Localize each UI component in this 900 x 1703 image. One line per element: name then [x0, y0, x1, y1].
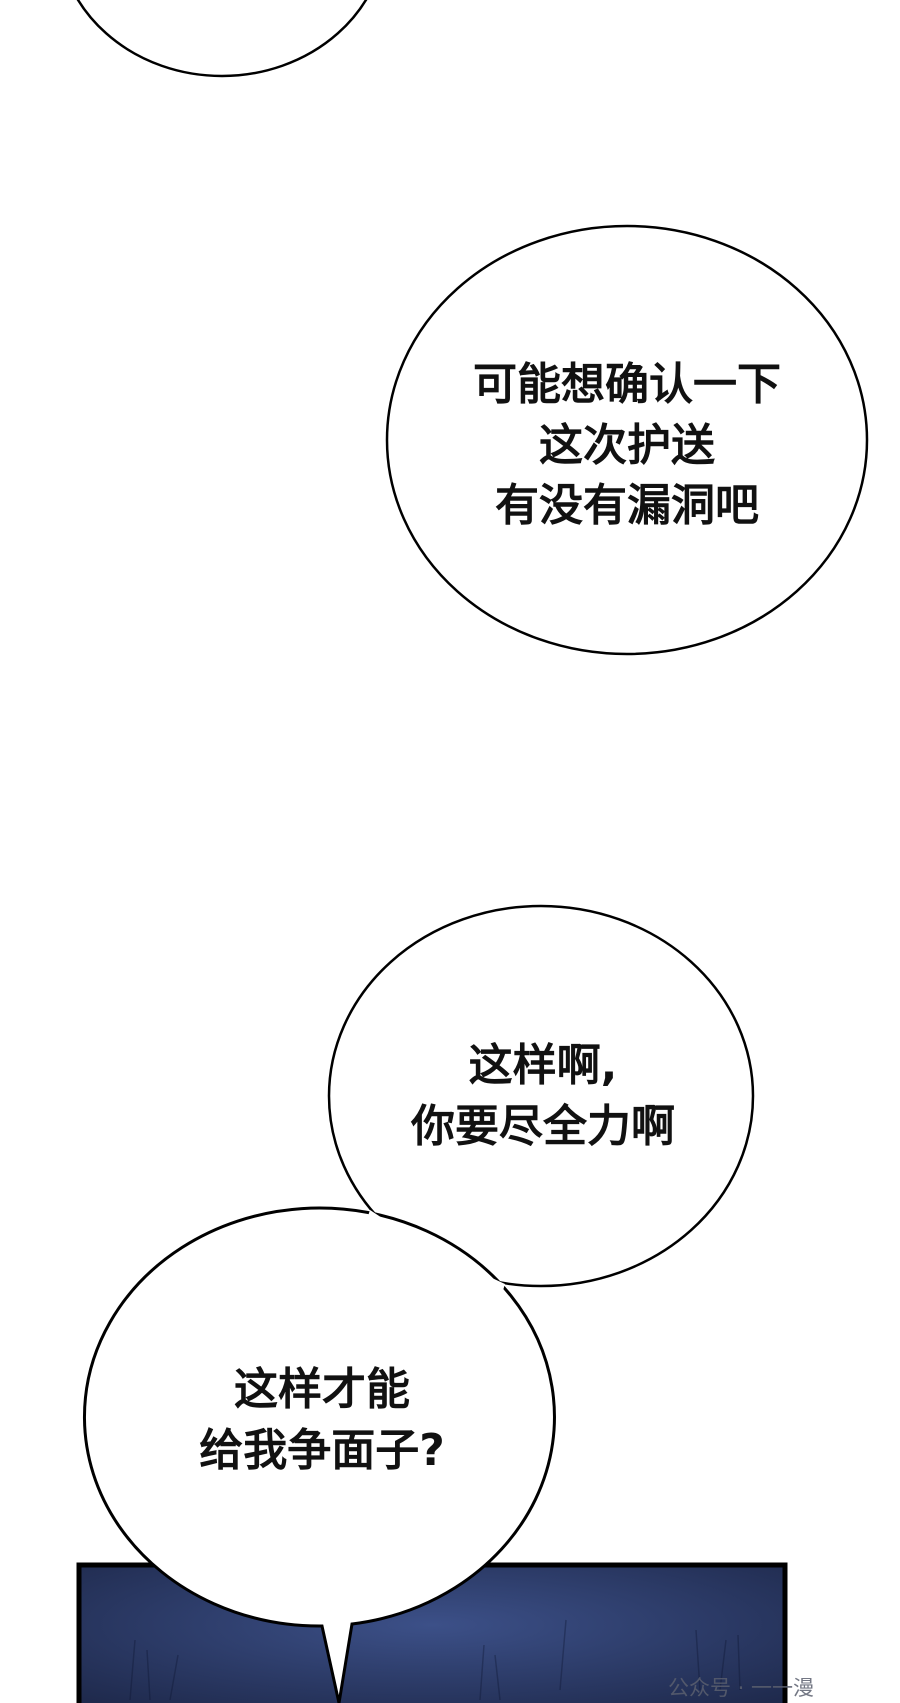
watermark: 公众号 · 一一漫	[668, 1676, 815, 1700]
dialogue-line: 可能想确认一下	[473, 359, 781, 410]
speech-bubble-3	[327, 904, 755, 1288]
dialogue-line: 给我争面子?	[199, 1424, 445, 1476]
speech-bubble-4	[82, 1206, 556, 1703]
speech-bubble-1	[76, 0, 368, 78]
dialogue-line: 这样啊,	[468, 1040, 618, 1091]
dialogue-line: 有没有漏洞吧	[495, 480, 759, 532]
dialogue-line: 这次护送	[539, 419, 715, 471]
bubble-3-text: 这样啊, 你要尽全力啊	[411, 1036, 675, 1157]
bubble-4-text: 这样才能 给我争面子?	[199, 1360, 445, 1481]
bubble-2-text: 可能想确认一下 这次护送 有没有漏洞吧	[473, 355, 781, 537]
dialogue-line: 你要尽全力啊	[411, 1100, 675, 1152]
grass-texture	[129, 1619, 741, 1701]
dialogue-line: 这样才能	[234, 1364, 410, 1415]
speech-bubble-2	[385, 224, 869, 656]
